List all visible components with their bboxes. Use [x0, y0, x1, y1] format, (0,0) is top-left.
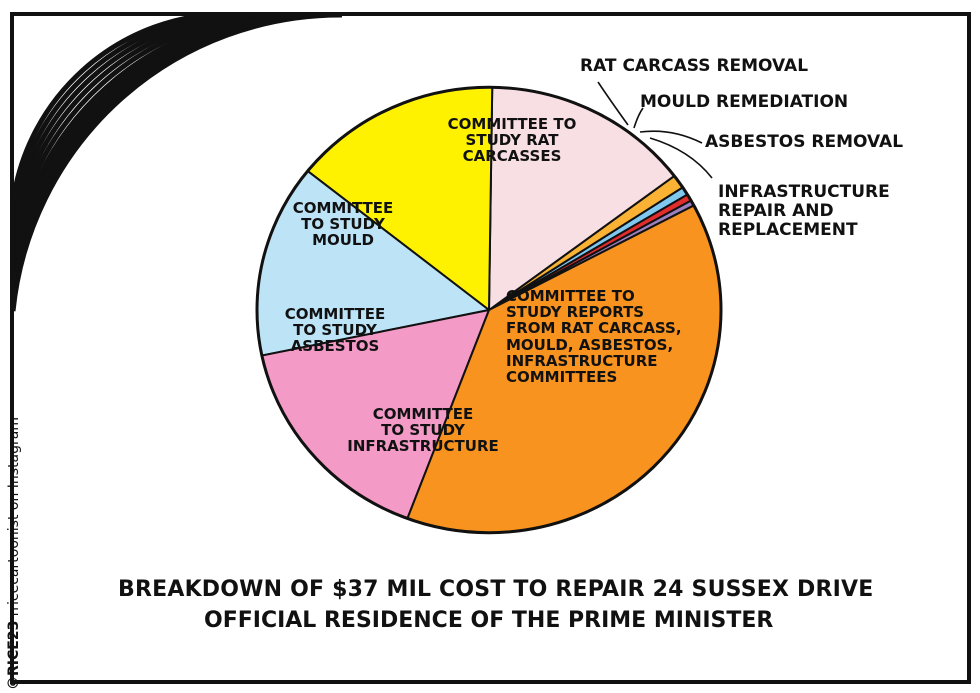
leader-asbestos-removal [639, 130, 703, 144]
callout-rat-carcass-removal: RAT CARCASS REMOVAL [580, 56, 809, 76]
callout-asbestos-removal: ASBESTOS REMOVAL [705, 132, 904, 152]
chart-subtitle: OFFICIAL RESIDENCE OF THE PRIME MINISTER [204, 608, 774, 633]
slice-label-reports: COMMITTEE TO STUDY REPORTS FROM RAT CARC… [506, 287, 682, 386]
swoosh-arc [12, 14, 300, 274]
swoosh-arc [12, 14, 230, 211]
leader-infrastructure-repair [649, 137, 713, 179]
slice-label-infrastructure: COMMITTEE TO STUDY INFRASTRUCTURE [347, 405, 499, 456]
slice-label-rat-carcasses: COMMITTEE TO STUDY RAT CARCASSES [447, 115, 577, 166]
leader-rat-removal [597, 81, 629, 126]
callout-mould-remediation: MOULD REMEDIATION [640, 92, 849, 112]
artist-credit: ©RICE23 rricecartoonist on Instagram [6, 417, 22, 690]
slice-label-asbestos: COMMITTEE TO STUDY ASBESTOS [284, 305, 386, 356]
swoosh-arc [12, 14, 272, 249]
panel-frame [10, 12, 971, 684]
swoosh-arc [12, 14, 314, 287]
pie-outline [255, 85, 723, 535]
swoosh-arc [12, 14, 286, 261]
chart-title: BREAKDOWN OF $37 MIL COST TO REPAIR 24 S… [118, 577, 874, 602]
corner-swoosh [12, 14, 342, 312]
callout-infrastructure-repair: INFRASTRUCTURE REPAIR AND REPLACEMENT [718, 182, 890, 241]
artist-signature: ©RICE23 [6, 620, 22, 690]
callout-leaders [597, 81, 713, 179]
swoosh-arc [12, 14, 258, 236]
slice-label-mould: COMMITTEE TO STUDY MOULD [292, 199, 394, 250]
artist-handle: rricecartoonist on Instagram [6, 417, 22, 617]
leader-mould-remediation [633, 107, 644, 129]
pie-chart [255, 85, 723, 535]
